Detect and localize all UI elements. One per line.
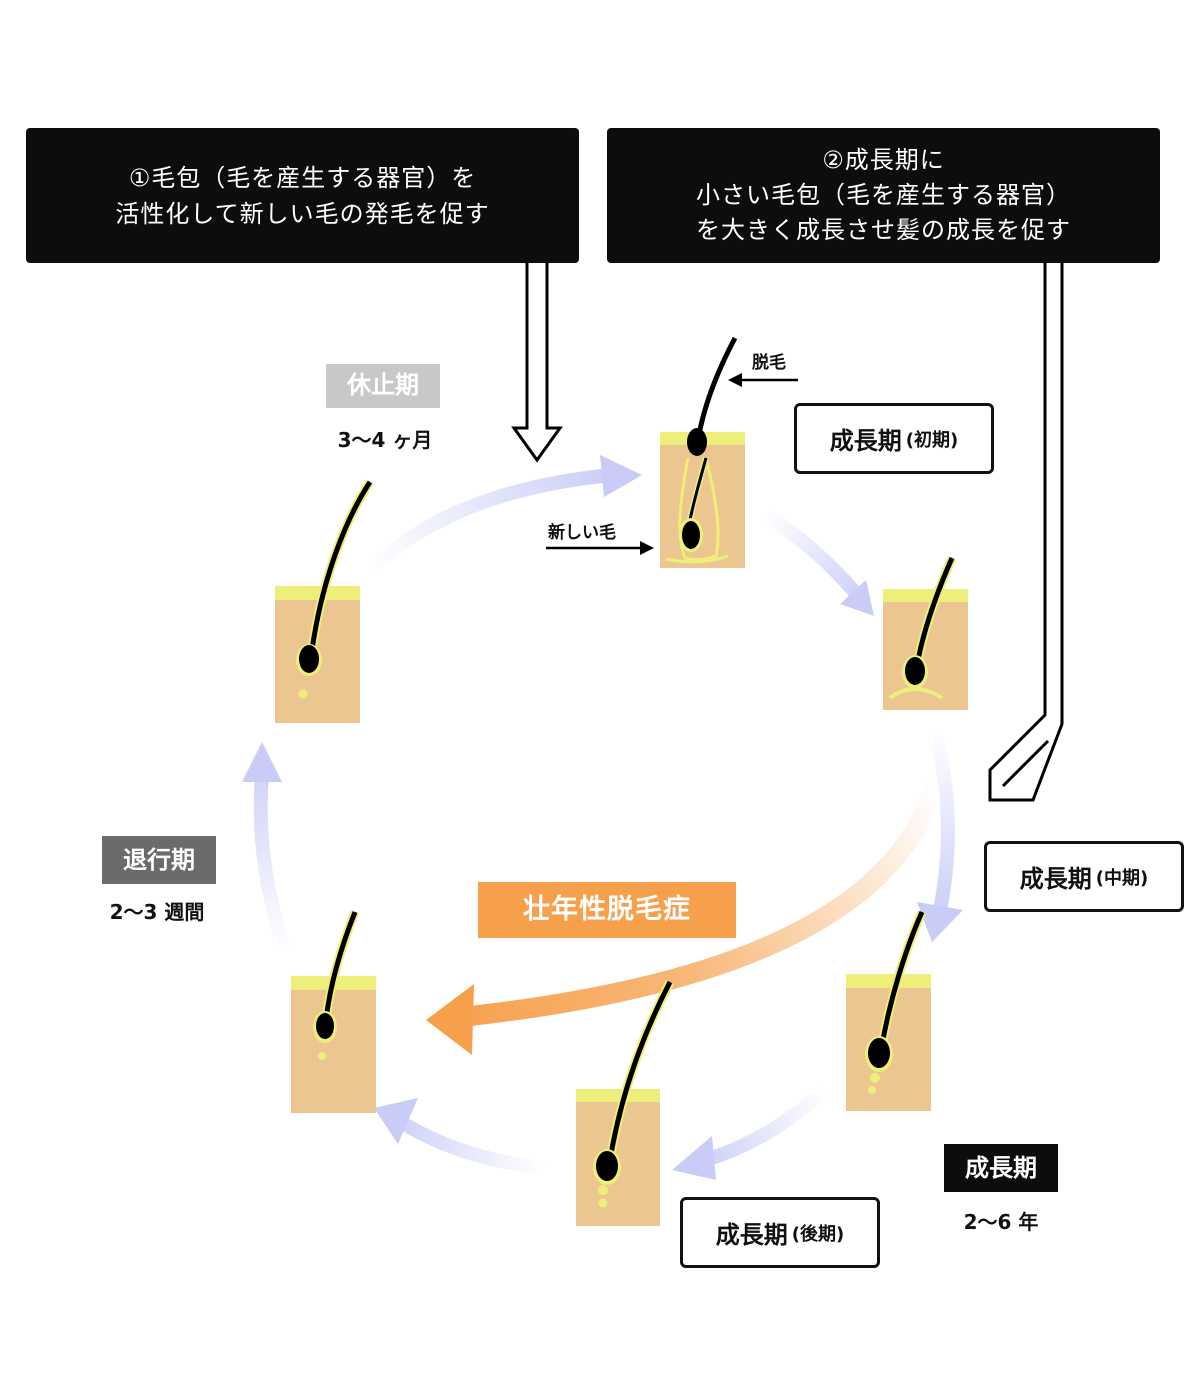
aga-arrow: [426, 782, 945, 1055]
callout-left-line-2: 活性化して新しい毛の発毛を促す: [115, 199, 490, 228]
annotation-shedding: 脱毛: [752, 353, 786, 373]
phase-badge-telogen: 休止期: [326, 364, 440, 408]
phase-duration-catagen: 2〜3 週間: [109, 900, 205, 924]
shedding-arrow: [728, 373, 798, 387]
follicle-catagen: [291, 910, 376, 1113]
new-hair-arrow: [546, 541, 654, 555]
aga-label: 壮年性脱毛症: [478, 882, 736, 938]
stage-early-main: 成長期: [829, 427, 902, 455]
follicle-anagen-upper-right: [883, 556, 968, 710]
stage-middle-sub: (中期): [1095, 867, 1149, 889]
cycle-arrow-telogen-to-early: [367, 455, 642, 574]
stage-late-main: 成長期: [715, 1221, 788, 1249]
phase-duration-anagen: 2〜6 年: [963, 1210, 1039, 1234]
callout-follicle-growth: ②成長期に 小さい毛包（毛を産生する器官） を大きく成長させ髪の成長を促す: [607, 128, 1160, 263]
follicle-anagen-middle: [846, 910, 931, 1111]
stage-box-late: 成長期 (後期): [680, 1197, 880, 1268]
callout-left-arrow: [511, 263, 563, 463]
callout-left-line-1: ①毛包（毛を産生する器官）を: [128, 163, 477, 192]
follicle-telogen: [275, 479, 374, 723]
stage-box-early: 成長期 (初期): [794, 403, 994, 474]
annotation-new-hair: 新しい毛: [548, 523, 616, 543]
follicle-anagen-late: [576, 979, 674, 1226]
callout-right-line-1: ②成長期に: [822, 146, 945, 174]
stage-box-middle: 成長期 (中期): [984, 841, 1184, 912]
stage-late-sub: (後期): [791, 1223, 845, 1245]
callout-follicle-activation: ①毛包（毛を産生する器官）を 活性化して新しい毛の発毛を促す: [26, 128, 579, 263]
cycle-arrow-left-up: [242, 742, 292, 953]
callout-right-line-2: 小さい毛包（毛を産生する器官）: [696, 181, 1071, 209]
follicle-anagen-early: [660, 336, 745, 568]
cycle-arrow-early-to-upper-right: [761, 508, 874, 616]
callout-right-arrow: [988, 263, 1064, 802]
cycle-arrow-bottom-left: [374, 1098, 546, 1175]
cycle-arrow-right-down: [917, 728, 963, 942]
phase-duration-telogen: 3〜4 ヶ月: [337, 428, 433, 452]
callout-right-line-3: を大きく成長させ髪の成長を促す: [696, 216, 1071, 244]
phase-badge-catagen: 退行期: [102, 836, 216, 884]
stage-early-sub: (初期): [905, 429, 959, 451]
cycle-arrow-bottom-right: [672, 1084, 830, 1180]
phase-badge-anagen: 成長期: [944, 1144, 1058, 1192]
stage-middle-main: 成長期: [1019, 865, 1092, 893]
